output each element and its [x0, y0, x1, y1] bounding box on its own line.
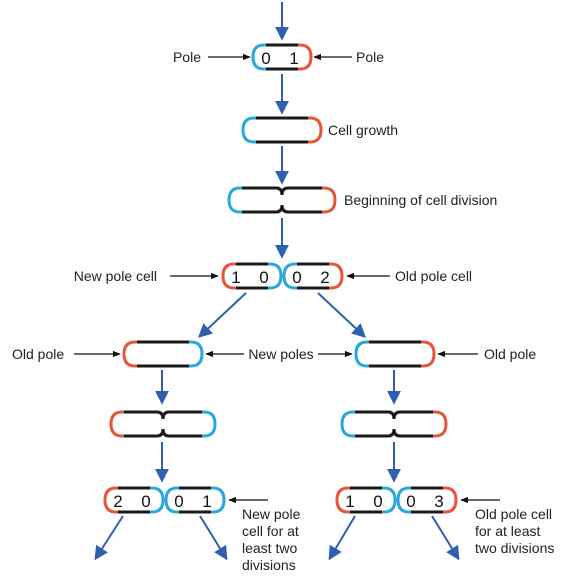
bottom-left-note-line-3: least two	[242, 540, 297, 556]
old-pole-cell-1-new-pole	[282, 262, 297, 290]
label-arrows	[74, 53, 500, 504]
bottom-cell-3-old-pole	[335, 486, 350, 514]
old-pole-cell-1-old-pole	[329, 262, 344, 290]
left-dividing-cell-top	[124, 410, 202, 420]
right-dividing-cell-top	[355, 410, 433, 420]
dividing-cell-top	[242, 186, 322, 196]
bottom-right-note-line-2: for at least	[475, 523, 540, 539]
bottom-cell-2: 0 1	[164, 486, 226, 514]
bottom-left-note-line-1: New pole	[242, 506, 301, 522]
bottom-cell-4-old-pole	[443, 486, 458, 514]
right-grown-cell	[354, 340, 436, 368]
left-grown-cell-old-pole	[122, 340, 137, 368]
bottom-cell-1: 2 0	[103, 486, 165, 514]
left-grown-cell-new-pole	[189, 340, 204, 368]
left-dividing-cell	[109, 410, 217, 438]
initial-cell-left-pole	[251, 43, 266, 71]
left-dividing-cell-old-pole	[109, 410, 124, 438]
initial-cell-right-pole	[298, 43, 313, 71]
new-pole-cell-label: New pole cell	[74, 268, 157, 284]
bottom-cell-2-old-pole	[211, 486, 226, 514]
flow-arrow-bottom-2	[199, 515, 228, 561]
bottom-cell-4-value-right: 3	[434, 492, 443, 511]
right-dividing-cell	[340, 410, 448, 438]
flow-arrow-bottom-4	[431, 515, 460, 561]
bottom-cell-3-new-pole	[382, 486, 397, 514]
new-pole-cell-1-value-right: 0	[259, 268, 268, 287]
dividing-cell-bottom	[242, 204, 322, 214]
flow-arrow-bottom-3	[328, 515, 356, 561]
bottom-cell-4-value-left: 0	[406, 492, 415, 511]
pole-right-label: Pole	[356, 49, 384, 65]
bottom-cell-4-new-pole	[396, 486, 411, 514]
old-pole-cell-1-value-right: 2	[320, 268, 329, 287]
new-pole-cell-1-value-left: 1	[231, 268, 240, 287]
bottom-cell-4: 0 3	[396, 486, 458, 514]
right-grown-cell-new-pole	[354, 340, 369, 368]
bottom-left-note: New pole cell for at least two divisions	[242, 506, 304, 573]
bottom-right-note-line-3: two divisions	[475, 540, 554, 556]
bottom-cell-1-value-left: 2	[113, 492, 122, 511]
bottom-cell-2-value-left: 0	[174, 492, 183, 511]
flow-arrow-bottom-1	[94, 515, 124, 561]
initial-cell: 0 1	[251, 43, 313, 71]
bottom-cell-2-value-right: 1	[202, 492, 211, 511]
left-dividing-cell-new-pole	[202, 410, 217, 438]
dividing-cell-right-pole	[322, 186, 337, 214]
bottom-cell-1-value-right: 0	[141, 492, 150, 511]
bottom-left-note-line-2: cell for at	[242, 523, 299, 539]
initial-cell-value-left: 0	[261, 49, 270, 68]
dividing-cell	[227, 186, 337, 214]
left-dividing-cell-bottom	[124, 428, 202, 438]
bottom-cell-3-value-right: 0	[373, 492, 382, 511]
old-pole-right-label: Old pole	[484, 346, 536, 362]
new-poles-label: New poles	[248, 346, 313, 362]
old-pole-cell-1-value-left: 0	[292, 268, 301, 287]
right-grown-cell-old-pole	[421, 340, 436, 368]
pole-left-label: Pole	[173, 49, 201, 65]
beginning-division-label: Beginning of cell division	[344, 192, 497, 208]
initial-cell-value-right: 1	[289, 49, 298, 68]
right-dividing-cell-bottom	[355, 428, 433, 438]
grown-cell-right-pole	[308, 116, 323, 144]
new-pole-cell-1-old-pole	[221, 262, 236, 290]
old-pole-left-label: Old pole	[12, 346, 64, 362]
new-pole-cell-1: 1 0	[221, 262, 283, 290]
bottom-cell-3-value-left: 1	[345, 492, 354, 511]
bottom-right-note-line-1: Old pole cell	[475, 506, 552, 522]
flow-arrow-split-left	[197, 292, 247, 338]
left-grown-cell	[122, 340, 204, 368]
grown-cell	[241, 116, 323, 144]
new-pole-cell-1-new-pole	[268, 262, 283, 290]
bottom-cell-1-old-pole	[103, 486, 118, 514]
bottom-cell-1-new-pole	[150, 486, 165, 514]
flow-arrow-split-right	[317, 292, 367, 338]
old-pole-cell-1: 0 2	[282, 262, 344, 290]
right-dividing-cell-old-pole	[433, 410, 448, 438]
flow-arrows	[94, 2, 460, 561]
old-pole-cell-label: Old pole cell	[395, 268, 472, 284]
bottom-left-note-line-4: divisions	[242, 557, 296, 573]
grown-cell-left-pole	[241, 116, 256, 144]
bottom-cell-2-new-pole	[164, 486, 179, 514]
right-dividing-cell-new-pole	[340, 410, 355, 438]
cell-growth-label: Cell growth	[328, 122, 398, 138]
bottom-right-note: Old pole cell for at least two divisions	[475, 506, 556, 556]
bottom-cell-3: 1 0	[335, 486, 397, 514]
dividing-cell-left-pole	[227, 186, 242, 214]
